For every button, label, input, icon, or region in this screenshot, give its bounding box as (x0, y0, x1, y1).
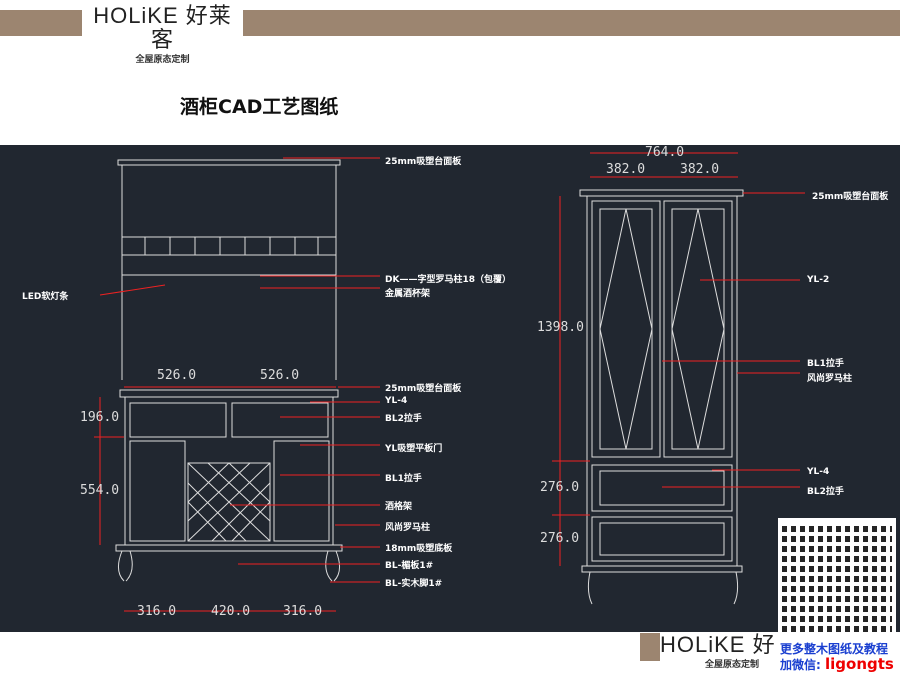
footer-band (640, 633, 660, 661)
dim-h1: 196.0 (80, 410, 120, 425)
label-led-strip: LED软灯条 (22, 292, 69, 302)
promo-wechat-id: ligongts (825, 655, 894, 673)
qr-code[interactable] (778, 518, 896, 636)
dim-top-left: 526.0 (157, 368, 197, 383)
dim-r-drawer2: 276.0 (540, 531, 580, 546)
footer-logo: HOLiKE 好 全屋原态定制 (660, 633, 778, 673)
dim-w1: 316.0 (137, 604, 177, 619)
label-door: YL吸塑平板门 (385, 444, 443, 454)
dim-r-height: 1398.0 (537, 320, 584, 335)
label-bl1-handle: BL1拉手 (385, 474, 422, 484)
label-countertop: 25mm吸塑台面板 (385, 157, 462, 167)
label-r-column: 风尚罗马柱 (807, 374, 853, 384)
label-r-yl4: YL-4 (807, 467, 830, 477)
footer-tagline: 全屋原态定制 (705, 660, 760, 670)
label-wood-leg: BL-实木脚1# (385, 579, 443, 589)
footer-brand: HOLiKE (660, 632, 746, 657)
promo-wechat-label: 加微信: (780, 658, 821, 672)
label-bottom-board: 18mm吸塑底板 (385, 544, 453, 554)
brand-cn: 好莱客 (150, 3, 232, 52)
footer-brand-cn: 好 (752, 632, 776, 657)
header-logo: HOLiKE 好莱客 全屋原态定制 (82, 3, 243, 65)
cad-lines (94, 152, 805, 612)
label-glass-rack: 金属酒杯架 (385, 289, 431, 299)
label-r-bl2: BL2拉手 (807, 487, 844, 497)
label-wine-rack: 酒格架 (385, 502, 413, 512)
dim-r-left: 382.0 (606, 162, 646, 177)
promo-text: 更多整木图纸及教程 (780, 642, 889, 656)
page-title: 酒柜CAD工艺图纸 (180, 96, 339, 118)
dim-w2: 420.0 (211, 604, 251, 619)
dim-w3: 316.0 (283, 604, 323, 619)
label-roman-column: DK——字型罗马柱18（包覆） (385, 275, 511, 285)
brand-name: HOLiKE (93, 3, 179, 28)
label-column: 风尚罗马柱 (385, 523, 431, 533)
header-band-right (243, 10, 900, 36)
cad-drawing-area: 25mm吸塑台面板 DK——字型罗马柱18（包覆） 金属酒杯架 LED软灯条 2… (0, 145, 900, 632)
label-r-bl1: BL1拉手 (807, 359, 844, 369)
header-band-left (0, 10, 82, 36)
label-lintel: BL-楣板1# (385, 561, 434, 571)
label-r-countertop: 25mm吸塑台面板 (812, 192, 889, 202)
label-countertop-2: 25mm吸塑台面板 (385, 384, 462, 394)
dim-r-right: 382.0 (680, 162, 720, 177)
label-r-yl2: YL-2 (807, 275, 830, 285)
tagline: 全屋原态定制 (135, 55, 190, 65)
label-bl2-handle: BL2拉手 (385, 414, 422, 424)
dim-h2: 554.0 (80, 483, 120, 498)
dim-r-drawer1: 276.0 (540, 480, 580, 495)
label-yl4: YL-4 (385, 396, 408, 406)
dim-r-total: 764.0 (645, 145, 685, 160)
wine-glass-rack (122, 237, 336, 256)
dim-top-right: 526.0 (260, 368, 300, 383)
